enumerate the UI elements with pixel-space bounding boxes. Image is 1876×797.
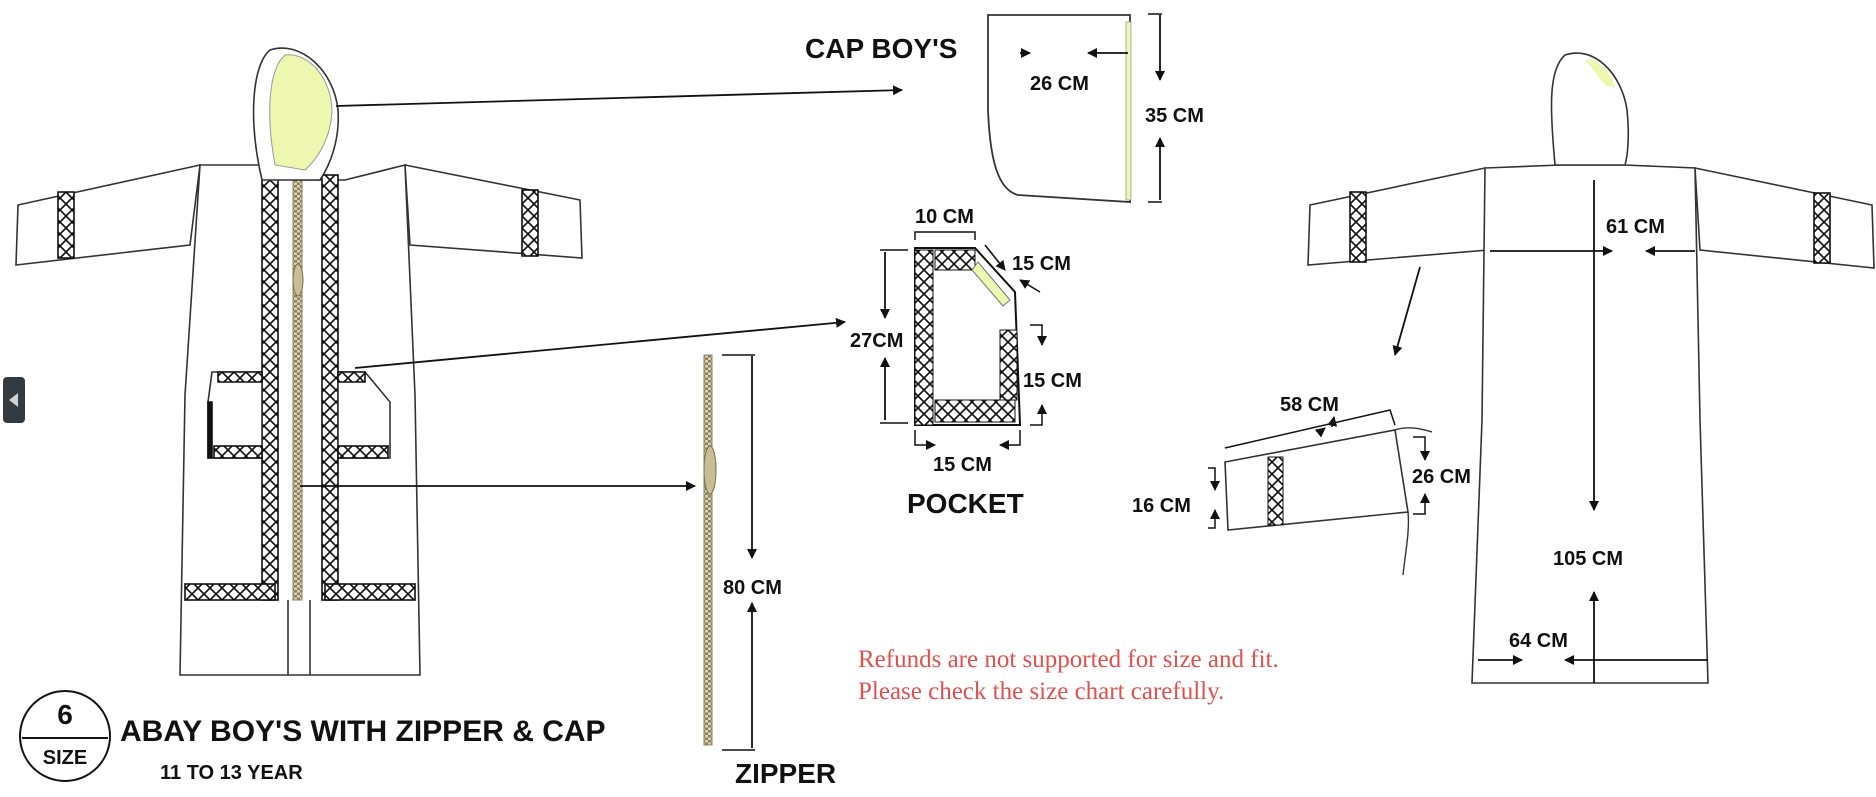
cap-outline — [987, 14, 1131, 203]
sleeve-length-label: 58 CM — [1280, 394, 1339, 416]
back-left-cuff-trim — [1349, 191, 1367, 263]
chevron-left-icon — [9, 393, 18, 407]
front-right-hem-trim — [324, 583, 416, 601]
pocket-diagonal-label: 15 CM — [1012, 253, 1071, 275]
back-measurements — [1392, 180, 1708, 683]
back-left-sleeve — [1307, 167, 1489, 266]
pocket-title: POCKET — [907, 488, 1024, 519]
front-garment — [15, 47, 583, 676]
cap-width-label: 26 CM — [1030, 73, 1089, 95]
pocket-diagram: 10 CM 15 CM 27CM 15 CM 15 CM POCKET — [850, 206, 1082, 519]
previous-image-button[interactable] — [3, 377, 25, 423]
front-zipper-pull — [292, 263, 304, 297]
zipper-length-label: 80 CM — [723, 577, 782, 599]
cap-title: CAP BOY'S — [805, 33, 957, 64]
age-range: 11 TO 13 YEAR — [160, 762, 303, 784]
zipper-teeth — [703, 354, 713, 746]
back-right-sleeve — [1694, 167, 1875, 269]
front-right-placket-trim — [321, 174, 339, 601]
pocket-top-label: 10 CM — [915, 206, 974, 228]
sleeve-detail-trim — [1267, 456, 1284, 526]
size-number: 6 — [57, 699, 73, 730]
back-body — [1471, 164, 1709, 684]
back-hood — [1550, 52, 1630, 166]
front-left-sleeve — [15, 163, 201, 266]
front-left-cuff-trim — [57, 191, 75, 259]
size-badge: 6 SIZE — [19, 690, 111, 782]
back-right-cuff-trim — [1813, 192, 1831, 264]
zipper-title: ZIPPER — [735, 758, 836, 789]
cap-edge-band — [1125, 21, 1132, 201]
zipper-pull — [703, 445, 717, 495]
pocket-height-label: 27CM — [850, 330, 903, 352]
back-garment — [1307, 52, 1875, 684]
sleeve-detail: 58 CM 16 CM 26 CM — [1132, 394, 1471, 576]
front-right-sleeve — [404, 164, 583, 259]
hem-width-label: 64 CM — [1509, 630, 1568, 652]
refund-notice-line-1: Refunds are not supported for size and f… — [858, 646, 1279, 673]
front-hood-lining — [269, 54, 333, 171]
refund-notice: Refunds are not supported for size and f… — [858, 644, 1279, 708]
product-title: ABAY BOY'S WITH ZIPPER & CAP — [120, 715, 606, 748]
front-zipper — [292, 177, 303, 601]
chest-width-label: 61 CM — [1606, 216, 1665, 238]
zipper-diagram: 80 CM ZIPPER — [703, 354, 836, 789]
leader-arrows — [300, 85, 903, 491]
cap-height-label: 35 CM — [1145, 105, 1204, 127]
armhole-label: 26 CM — [1412, 466, 1471, 488]
sleeve-detail-outline — [1224, 429, 1409, 531]
front-left-hem-trim — [184, 583, 276, 601]
front-left-placket-trim — [261, 174, 279, 601]
back-length-label: 105 CM — [1553, 548, 1623, 570]
front-right-cuff-trim — [521, 189, 539, 257]
refund-notice-line-2: Please check the size chart carefully. — [858, 678, 1225, 705]
pocket-side-label: 15 CM — [1023, 370, 1082, 392]
cap-diagram: CAP BOY'S 26 CM 35 CM — [805, 13, 1204, 203]
size-label: SIZE — [43, 747, 87, 769]
front-left-pocket — [207, 371, 263, 459]
pocket-bottom-label: 15 CM — [933, 454, 992, 476]
sleeve-cuff-label: 16 CM — [1132, 495, 1191, 517]
